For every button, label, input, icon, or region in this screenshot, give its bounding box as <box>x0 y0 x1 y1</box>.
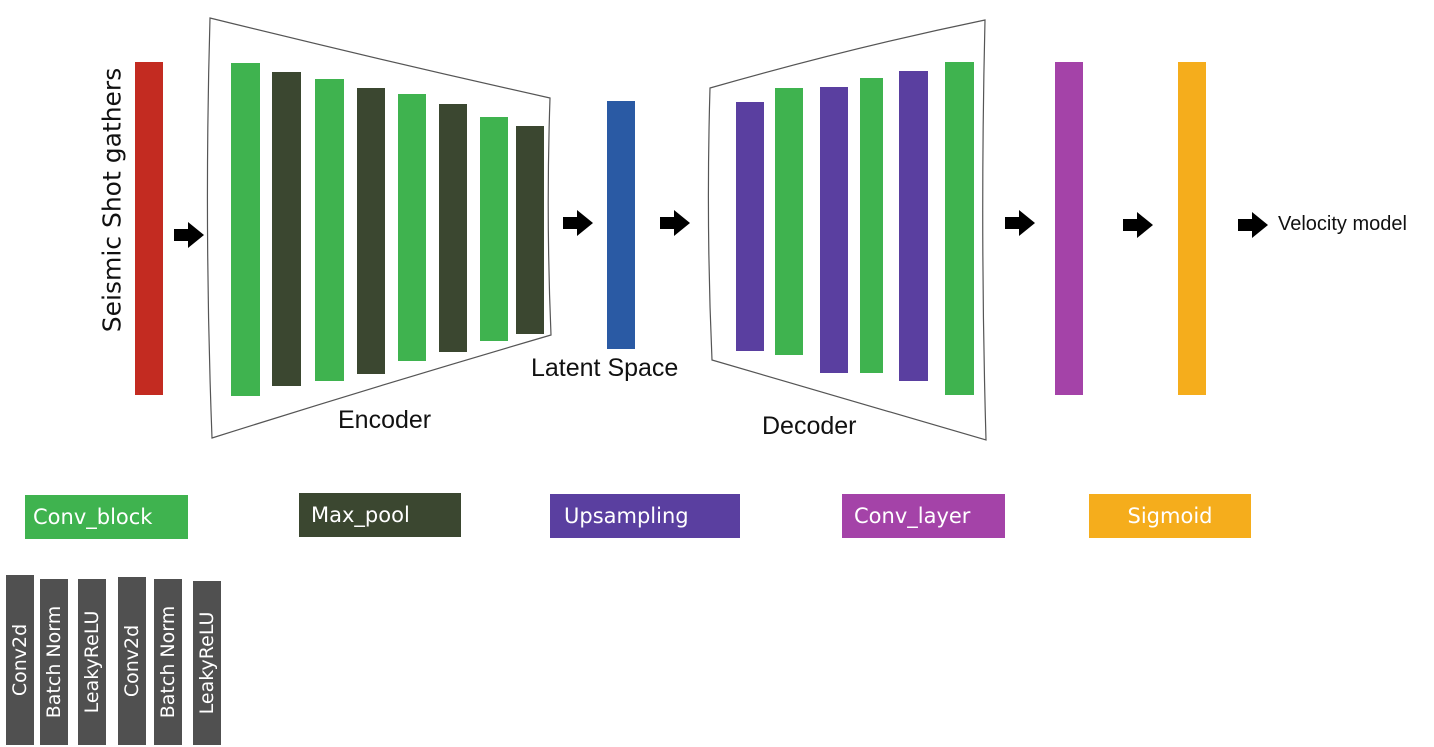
conv-block-step: Batch Norm <box>154 579 182 745</box>
decoder-upsampling-bar <box>899 71 928 381</box>
input-bar <box>135 62 163 395</box>
encoder-label: Encoder <box>338 406 432 434</box>
conv-block-step: Conv2d <box>6 575 34 745</box>
decoder-conv-block-bar <box>945 62 974 395</box>
encoder-conv-block-bar <box>231 63 260 396</box>
encoder-max-pool-bar <box>439 104 467 352</box>
latent-space-bar <box>607 101 635 349</box>
legend-max-pool: Max_pool <box>299 493 461 537</box>
legend-conv-layer: Conv_layer <box>842 494 1005 538</box>
arrow-right-icon <box>174 222 204 248</box>
arrow-right-icon <box>1005 210 1035 236</box>
conv-layer-bar <box>1055 62 1083 395</box>
conv-block-step: LeakyReLU <box>193 581 221 745</box>
decoder-upsampling-bar <box>736 102 764 351</box>
arrow-right-icon <box>563 210 593 236</box>
encoder-outline <box>206 17 552 439</box>
input-label: Seismic Shot gathers <box>97 67 127 333</box>
legend-conv-block: Conv_block <box>25 495 188 539</box>
legend-upsampling: Upsampling <box>550 494 740 538</box>
decoder-upsampling-bar <box>820 87 848 373</box>
encoder-max-pool-bar <box>516 126 544 334</box>
decoder-label: Decoder <box>762 412 857 440</box>
conv-block-step: Batch Norm <box>40 579 68 745</box>
encoder-conv-block-bar <box>398 94 426 361</box>
encoder-conv-block-bar <box>480 117 508 341</box>
arrow-right-icon <box>1238 212 1268 238</box>
conv-block-step: Conv2d <box>118 577 146 745</box>
sigmoid-bar <box>1178 62 1206 395</box>
output-label: Velocity model <box>1278 213 1407 235</box>
conv-block-step: LeakyReLU <box>78 579 106 745</box>
decoder-conv-block-bar <box>775 88 803 355</box>
decoder-outline <box>707 19 987 441</box>
decoder-conv-block-bar <box>860 78 883 373</box>
arrow-right-icon <box>1123 212 1153 238</box>
encoder-max-pool-bar <box>272 72 301 386</box>
encoder-conv-block-bar <box>315 79 344 381</box>
encoder-max-pool-bar <box>357 88 385 374</box>
latent-space-label: Latent Space <box>531 354 679 382</box>
arrow-right-icon <box>660 210 690 236</box>
legend-sigmoid: Sigmoid <box>1089 494 1251 538</box>
